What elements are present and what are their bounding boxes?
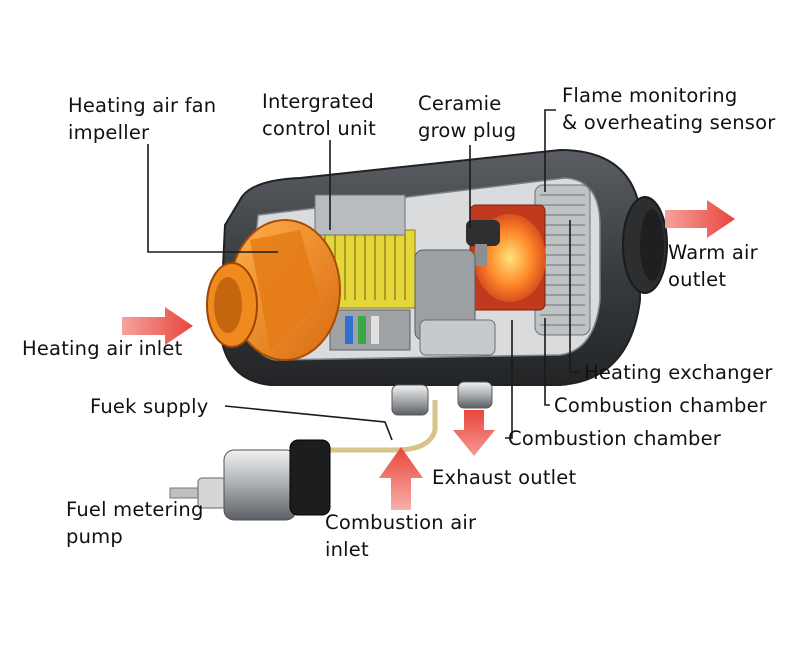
label-combustion-chamber-2: Combustion chamber — [508, 427, 722, 450]
label-integrated-control-unit: Intergrated control unit — [262, 90, 376, 140]
leader-heat-exchanger — [569, 220, 580, 373]
combustion-air-inlet-arrow — [379, 447, 423, 510]
heat-exchanger-fins — [534, 184, 591, 336]
label-heating-air-inlet: Heating air inlet — [22, 337, 183, 360]
label-fuel-metering-pump: Fuel metering pump — [66, 498, 204, 548]
label-heating-exchanger: Heating exchanger — [584, 361, 773, 384]
label-warm-air-outlet: Warm air outlet — [668, 241, 758, 291]
leader-flame-sensor — [544, 109, 556, 192]
heating-air-inlet-arrow — [122, 307, 193, 345]
leader-fuel-supply — [224, 405, 393, 441]
glow-plug — [466, 220, 500, 266]
label-heating-air-fan-impeller: Heating air fan impeller — [68, 94, 217, 144]
leader-combustion-chamber-2 — [505, 320, 513, 439]
exhaust-outlet-arrow — [453, 410, 495, 456]
leader-impeller — [147, 144, 278, 253]
bottom-ports — [391, 381, 493, 416]
leader-lines — [147, 109, 580, 441]
label-exhaust-outlet: Exhaust outlet — [432, 466, 577, 489]
motor — [414, 249, 496, 356]
fuel-line — [320, 400, 438, 453]
label-fuel-supply: Fuek supply — [90, 395, 209, 418]
label-flame-sensor: Flame monitoring & overheating sensor — [562, 84, 776, 134]
label-combustion-air-inlet: Combustion air inlet — [325, 511, 477, 561]
warm-air-outlet-arrow — [665, 200, 735, 238]
fuel-metering-pump — [169, 439, 331, 521]
label-combustion-chamber-1: Combustion chamber — [554, 394, 768, 417]
leader-combustion-chamber-1 — [544, 318, 550, 406]
fan-impeller — [206, 219, 341, 361]
label-ceramic-glow-plug: Ceramie grow plug — [418, 92, 517, 142]
flow-arrows — [122, 200, 735, 510]
